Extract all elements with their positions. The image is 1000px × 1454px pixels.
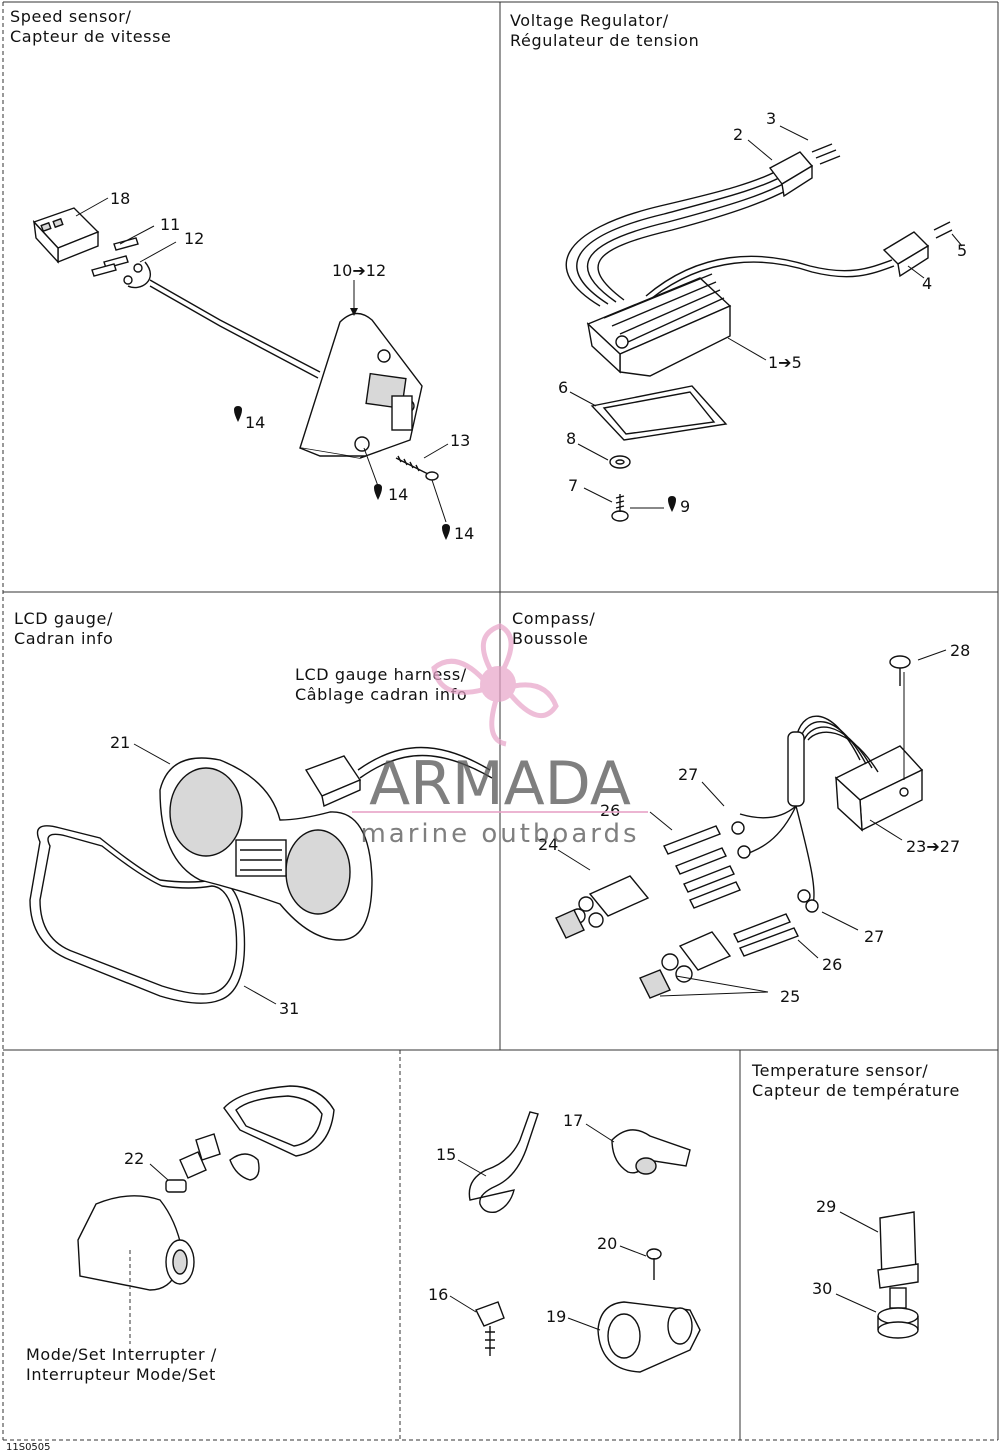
callout-21: 21 [110, 733, 130, 752]
watermark-brand: ARMADA [369, 749, 631, 819]
cable-tie-15 [468, 1111, 539, 1214]
lcd-gauge-title-en: LCD gauge/ [14, 609, 113, 628]
voltage-regulator-group [565, 125, 963, 522]
button-22 [165, 1179, 187, 1193]
callout-14-c: 14 [454, 524, 474, 543]
callout-11: 11 [160, 215, 180, 234]
callout-14-a: 14 [245, 413, 265, 432]
regulator-body [586, 273, 732, 377]
terminals-26-upper [663, 825, 741, 909]
lcd-harness-title-en: LCD gauge harness/ [295, 665, 467, 684]
callout-20: 20 [597, 1234, 617, 1253]
callout-9: 9 [680, 497, 690, 516]
droplet-icon [374, 484, 382, 500]
droplet-icon [234, 406, 242, 422]
speed-sensor-title-en: Speed sensor/ [10, 7, 131, 26]
callout-23-27: 23➔27 [906, 837, 960, 856]
callout-19: 19 [546, 1307, 566, 1326]
callout-1-5: 1➔5 [768, 353, 802, 372]
callout-26-b: 26 [822, 955, 842, 974]
callout-27-a: 27 [678, 765, 698, 784]
connector-18-part [32, 207, 100, 264]
connector-25 [639, 931, 732, 999]
callout-14-b: 14 [388, 485, 408, 504]
callout-22: 22 [124, 1149, 144, 1168]
callout-7: 7 [568, 476, 578, 495]
drawing-code: 11S0505 [6, 1442, 51, 1453]
seal-12 [133, 263, 143, 273]
connector-24 [555, 875, 650, 939]
callout-28: 28 [950, 641, 970, 660]
callout-17: 17 [563, 1111, 583, 1130]
callout-18: 18 [110, 189, 130, 208]
callout-4: 4 [922, 274, 932, 293]
speed-sensor-title-fr: Capteur de vitesse [10, 27, 172, 46]
clip-16 [475, 1301, 505, 1327]
propeller-logo-icon [431, 623, 559, 747]
callout-6: 6 [558, 378, 568, 397]
clips-group [449, 1111, 701, 1373]
watermark-tagline: marine outboards [360, 819, 639, 849]
callout-29: 29 [816, 1197, 836, 1216]
compass-title-en: Compass/ [512, 609, 595, 628]
callout-10-12: 10➔12 [332, 261, 386, 280]
callout-5: 5 [957, 241, 967, 260]
droplet-icon [442, 524, 450, 540]
callout-15: 15 [436, 1145, 456, 1164]
terminal-11 [113, 237, 139, 251]
callout-12: 12 [184, 229, 204, 248]
callout-2: 2 [733, 125, 743, 144]
gauge-21-part [159, 757, 373, 941]
lcd-gauge-group [29, 743, 493, 1005]
voltage-regulator-title-en: Voltage Regulator/ [510, 11, 669, 30]
screw-28 [889, 655, 911, 669]
compass-title-fr: Boussole [512, 629, 588, 648]
droplet-icon [668, 496, 676, 512]
mode-set-group [77, 1085, 335, 1344]
screw-13-part [395, 455, 439, 481]
voltage-regulator-title-fr: Régulateur de tension [510, 31, 699, 50]
lcd-gauge-title-fr: Cadran info [14, 629, 113, 648]
speed-sensor-body [299, 312, 423, 459]
temperature-sensor-group [835, 1211, 919, 1339]
lcd-harness-part [304, 746, 493, 807]
screw-7-part [611, 494, 629, 522]
callout-31: 31 [279, 999, 299, 1018]
callout-8: 8 [566, 429, 576, 448]
lcd-harness-title-fr: Câblage cadran info [295, 685, 467, 704]
callout-27-b: 27 [864, 927, 884, 946]
callout-30: 30 [812, 1279, 832, 1298]
temperature-sensor-title-en: Temperature sensor/ [751, 1061, 928, 1080]
callout-3: 3 [766, 109, 776, 128]
screw-20 [646, 1248, 662, 1260]
temperature-sensor-title-fr: Capteur de température [752, 1081, 960, 1100]
brand-watermark: ARMADA marine outboards [352, 623, 648, 849]
callout-16: 16 [428, 1285, 448, 1304]
callout-26-a: 26 [600, 801, 620, 820]
callout-24: 24 [538, 835, 558, 854]
compass-group [555, 649, 947, 999]
mode-set-title-fr: Interrupteur Mode/Set [26, 1365, 216, 1384]
callout-25: 25 [780, 987, 800, 1006]
mode-set-title-en: Mode/Set Interrupter / [26, 1345, 217, 1364]
mode-set-body [77, 1195, 183, 1291]
callout-13: 13 [450, 431, 470, 450]
speed-sensor-group [32, 197, 450, 540]
